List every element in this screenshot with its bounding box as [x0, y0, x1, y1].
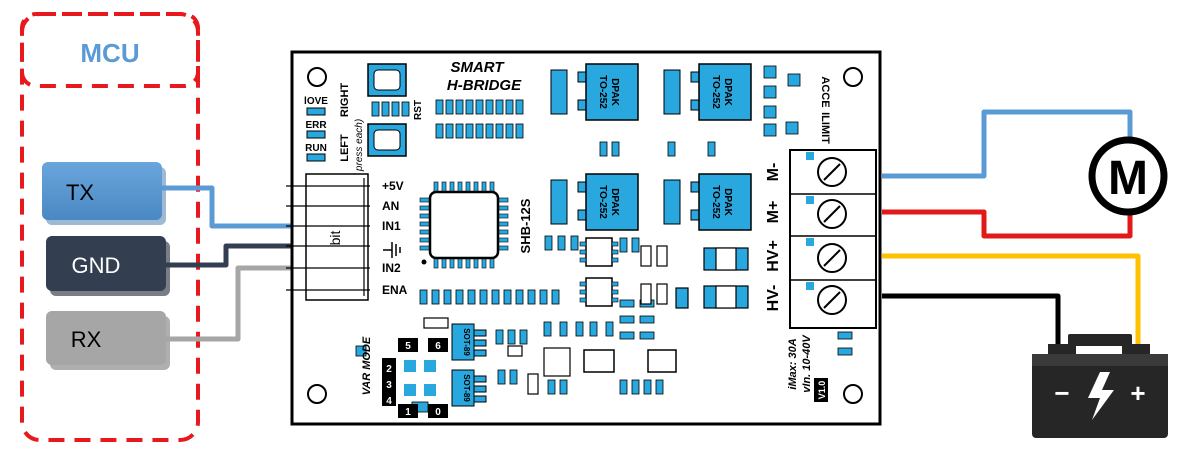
sot89-1-label: SOT-89 [462, 328, 471, 356]
ilimit-label: ILIMIT [819, 112, 831, 144]
mount-hole-icon [307, 67, 327, 87]
mount-hole-icon [843, 384, 863, 404]
tx-label: TX [66, 180, 94, 205]
terminal-hv-minus: HV- [765, 285, 782, 312]
dpak-q3-line2: TO-252 [597, 185, 608, 219]
dpak-q2-line2: TO-252 [710, 75, 721, 109]
h-bridge-board: lOVE ERR RUN RIGHT LEFT ( press each) RS… [286, 50, 882, 426]
mcu-title-box [20, 12, 200, 88]
pin-ena: ENA [382, 283, 408, 297]
mcu-outline [20, 12, 200, 442]
driver-ic-1 [579, 237, 619, 267]
acce-label: ACCE [819, 76, 831, 107]
button-left-label: LEFT [339, 134, 351, 162]
mode-5: 5 [405, 341, 411, 352]
led-err [306, 130, 326, 139]
tx-pin: TX [42, 162, 166, 225]
mode-3: 3 [386, 380, 392, 391]
mcu-block: MCU TX GND RX [20, 12, 200, 442]
terminal-m-minus: M- [765, 163, 782, 182]
board-title-line1: SMART [450, 59, 505, 76]
controller-chip [419, 181, 509, 269]
board-model: SHB-12S [518, 198, 533, 253]
sot89-2: SOT-89 [451, 369, 487, 407]
spec-imax: iMax: 30A [787, 338, 799, 389]
wire-hv-plus [882, 253, 1141, 350]
mode-4: 4 [386, 396, 392, 407]
ground-icon [383, 242, 401, 258]
pin-in2: IN2 [382, 261, 401, 275]
button-left [367, 123, 407, 157]
dpak-q4-line1: DPAK [722, 188, 733, 216]
led-run-label: RUN [305, 143, 327, 154]
dpak-q4-line2: TO-252 [710, 185, 721, 219]
rx-label: RX [71, 327, 102, 352]
driver-ic-2 [579, 277, 619, 307]
pin-in1: IN1 [382, 219, 401, 233]
dpak-q2: DPAK TO-252 [663, 63, 752, 121]
sot89-1: SOT-89 [451, 323, 487, 361]
pin-an: AN [382, 199, 399, 213]
var-mode-label: VAR MODE [361, 336, 373, 395]
dpak-q1-line1: DPAK [609, 78, 620, 106]
spec-vin: vIn. 10-40V [801, 334, 813, 393]
mode-2: 2 [386, 364, 392, 375]
mount-hole-icon [307, 384, 327, 404]
soic-chip [583, 349, 677, 373]
led-run [306, 153, 326, 162]
dpak-q1: DPAK TO-252 [550, 63, 639, 121]
version-badge [814, 378, 828, 402]
pin-5v: +5V [382, 179, 404, 193]
terminal-hv-plus: HV+ [765, 240, 782, 272]
terminal-m-plus: M+ [765, 201, 782, 224]
battery: − + [1032, 334, 1168, 438]
var-mode-selector: VAR MODE 5 6 2 3 4 1 0 [361, 336, 448, 418]
led-err-label: ERR [305, 120, 327, 131]
gnd-pin: GND [46, 236, 170, 296]
screw-terminal-block [789, 149, 877, 329]
bolt-icon [1088, 372, 1114, 420]
input-connector: bit +5V AN IN1 IN2 ENA [286, 173, 408, 301]
gnd-label: GND [72, 253, 121, 278]
wire-gnd [166, 243, 340, 268]
button-press-note: ( press each) [354, 119, 365, 177]
battery-plus: + [1130, 378, 1145, 408]
dpak-q3: DPAK TO-252 [550, 173, 639, 231]
battery-minus: − [1054, 378, 1069, 408]
led-love-label: lOVE [304, 96, 328, 107]
sot89-2-label: SOT-89 [462, 374, 471, 402]
dpak-q2-line1: DPAK [722, 78, 733, 106]
diodes [423, 245, 749, 395]
mcu-title: MCU [80, 38, 139, 68]
wire-motor-plus [882, 208, 1133, 239]
connector-label: bit [327, 231, 343, 246]
button-right-label: RIGHT [339, 83, 351, 118]
board-title-line2: H-BRIDGE [447, 77, 522, 94]
mode-1: 1 [405, 407, 411, 418]
wire-tx-in1 [162, 185, 340, 229]
spec-version: V1.0 [817, 381, 827, 400]
dpak-q3-line1: DPAK [609, 188, 620, 216]
mode-0: 0 [435, 407, 441, 418]
dpak-q4: DPAK TO-252 [663, 173, 752, 231]
motor-label: M [1108, 152, 1148, 205]
led-love [306, 107, 326, 116]
button-right [367, 63, 407, 97]
motor: M [1088, 136, 1168, 216]
mount-hole-icon [843, 67, 863, 87]
button-rst-label: RST [413, 100, 424, 120]
wire-motor-minus [882, 109, 1133, 179]
power-wires [882, 109, 1141, 350]
mode-6: 6 [435, 341, 441, 352]
dpak-q1-line2: TO-252 [597, 75, 608, 109]
rx-pin: RX [46, 311, 170, 370]
wire-hv-minus [882, 293, 1061, 350]
